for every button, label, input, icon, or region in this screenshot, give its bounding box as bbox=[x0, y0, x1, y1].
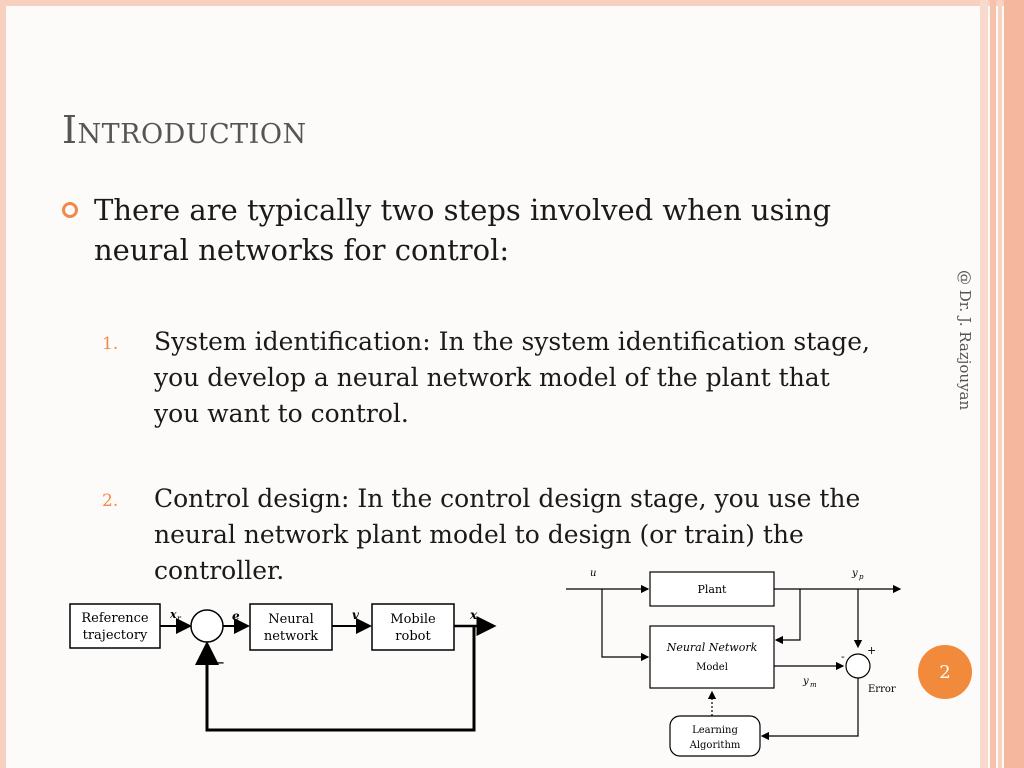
slide-title: Introduction bbox=[62, 108, 307, 152]
u-label: u bbox=[590, 568, 596, 579]
bullet-text: There are typically two steps involved w… bbox=[94, 193, 832, 267]
xr-label: x bbox=[169, 608, 177, 621]
item-text-2: Control design: In the control design st… bbox=[154, 484, 861, 585]
yp-label: y bbox=[851, 568, 858, 579]
page-number-badge: 2 bbox=[918, 645, 972, 699]
mobile-label-2: robot bbox=[395, 629, 431, 644]
v-label: v bbox=[352, 608, 360, 622]
item-text-1: System identification: In the system ide… bbox=[154, 327, 870, 428]
neural-label-1: Neural bbox=[268, 612, 314, 627]
nn-model-label: Model bbox=[696, 662, 728, 673]
error-junction bbox=[845, 653, 871, 679]
minus-label: − bbox=[212, 653, 225, 672]
item-number-1: 1. bbox=[102, 334, 119, 354]
xr-subscript: r bbox=[177, 614, 182, 623]
minus-label-right: - bbox=[841, 650, 845, 663]
e-label: e bbox=[232, 609, 240, 623]
closed-loop-diagram: Reference trajectory x r e Neural networ… bbox=[69, 603, 497, 732]
ym-label: y bbox=[802, 676, 809, 687]
mobile-robot-block bbox=[371, 603, 455, 651]
reference-block bbox=[69, 603, 161, 649]
neural-label-2: network bbox=[264, 629, 318, 644]
author-watermark: @ Dr. J. Razjouyan bbox=[956, 270, 974, 411]
ym-subscript: m bbox=[810, 681, 817, 689]
right-decorative-stripes bbox=[980, 0, 1024, 768]
plant-label: Plant bbox=[698, 583, 728, 596]
learning-label-1: Learning bbox=[692, 725, 738, 736]
learning-algorithm-block bbox=[669, 715, 761, 757]
error-label: Error bbox=[868, 684, 896, 695]
summing-junction bbox=[190, 609, 224, 643]
item-number-2: 2. bbox=[102, 491, 119, 511]
learning-label-2: Algorithm bbox=[689, 740, 741, 751]
mobile-label-1: Mobile bbox=[390, 612, 436, 627]
yp-subscript: p bbox=[859, 573, 864, 581]
left-border bbox=[0, 0, 6, 768]
system-identification-diagram: u Plant y p Neural Network Model y m + -… bbox=[566, 568, 902, 757]
reference-label-2: trajectory bbox=[83, 628, 148, 643]
top-border bbox=[0, 0, 1024, 6]
neural-network-model-block bbox=[649, 625, 775, 689]
plus-label: + bbox=[867, 644, 876, 657]
bullet-circle-icon bbox=[62, 202, 78, 218]
reference-label-1: Reference bbox=[81, 611, 149, 626]
x-label: x bbox=[469, 608, 478, 622]
nn-title-label: Neural Network bbox=[666, 641, 758, 654]
